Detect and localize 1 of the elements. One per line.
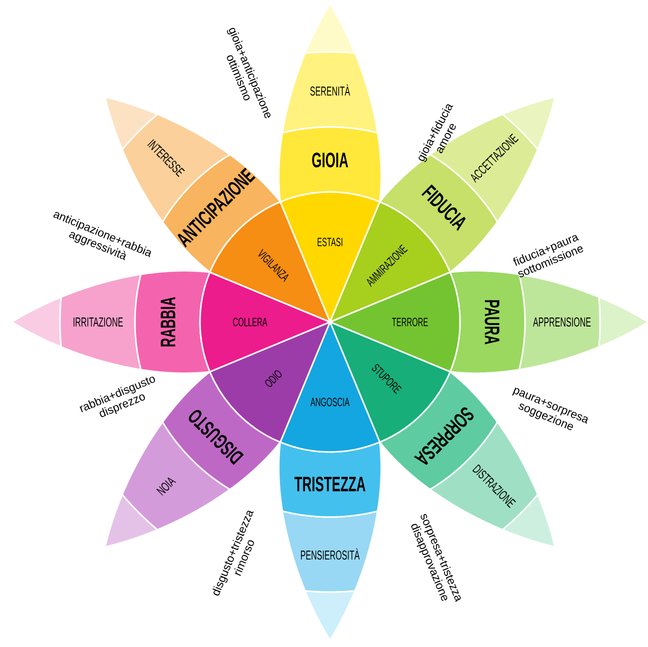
middle-band: TRISTEZZA bbox=[278, 441, 382, 518]
